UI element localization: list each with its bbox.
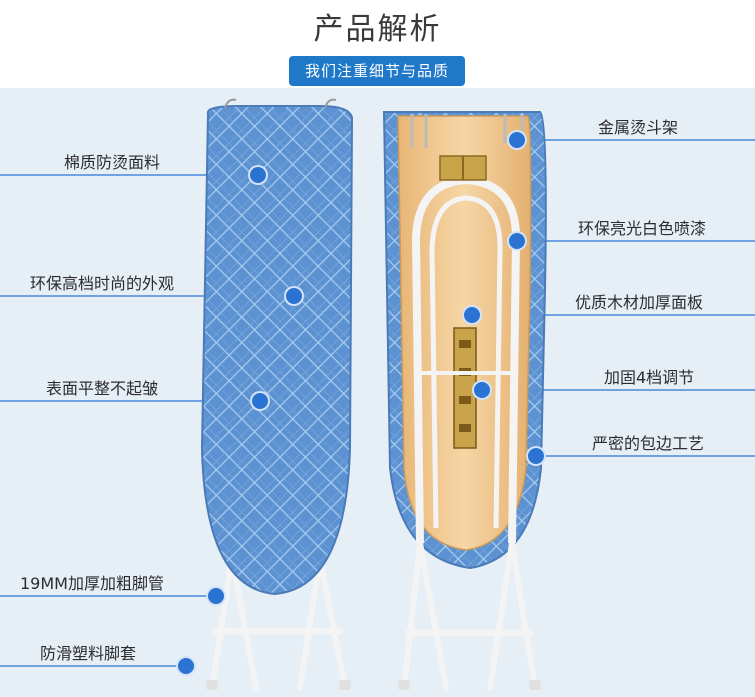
callout-dot	[472, 380, 492, 400]
callout-flat-surface: 表面平整不起皱	[46, 379, 159, 398]
callout-leg-tube: 19MM加厚加粗脚管	[20, 574, 164, 593]
callout-dot	[248, 165, 268, 185]
subtitle-banner: 我们注重细节与品质	[289, 56, 465, 86]
callout-iron-rest: 金属烫斗架	[598, 118, 679, 137]
left-board-legs	[209, 555, 348, 691]
callout-wood-panel: 优质木材加厚面板	[575, 293, 704, 312]
ironing-board-illustration	[0, 98, 755, 691]
callout-dot	[176, 656, 196, 676]
callout-foot-cover: 防滑塑料脚套	[40, 644, 137, 663]
callout-dot	[507, 231, 527, 251]
page-title: 产品解析	[313, 12, 442, 47]
callout-dot	[284, 286, 304, 306]
left-board	[200, 105, 354, 596]
callout-adjustment: 加固4档调节	[604, 368, 695, 387]
callout-dot	[206, 586, 226, 606]
callout-dot	[507, 130, 527, 150]
callout-appearance: 环保高档时尚的外观	[30, 274, 175, 293]
product-panel: 棉质防烫面料 环保高档时尚的外观 表面平整不起皱 19MM加厚加粗脚管 防滑塑料…	[0, 88, 755, 697]
leader-lines	[0, 139, 755, 667]
callout-dot	[250, 391, 270, 411]
callout-fabric: 棉质防烫面料	[64, 153, 161, 172]
callout-dot	[526, 446, 546, 466]
header: 产品解析 我们注重细节与品质	[0, 0, 755, 88]
callout-dot	[462, 305, 482, 325]
callout-paint: 环保亮光白色喷漆	[578, 219, 707, 238]
callout-edging: 严密的包边工艺	[592, 434, 705, 453]
